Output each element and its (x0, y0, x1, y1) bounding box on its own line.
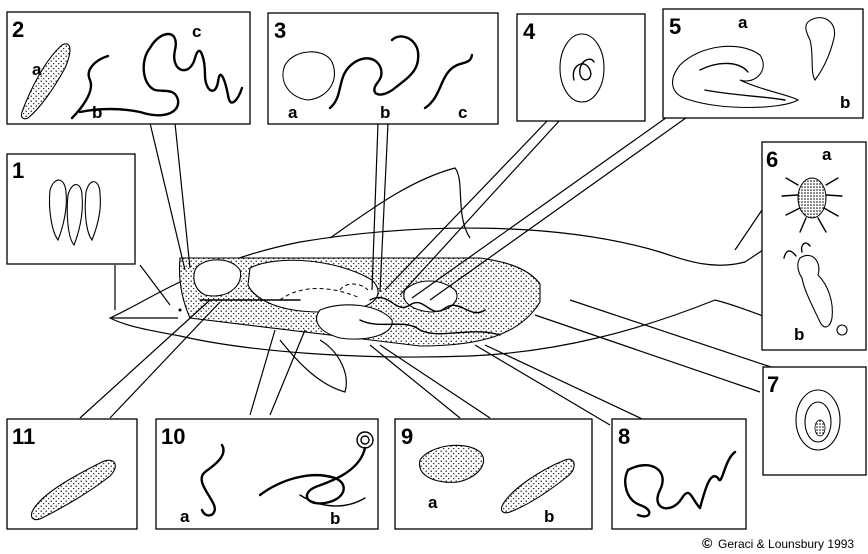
panel-4: 4 (517, 14, 645, 121)
sub-label-b: b (794, 325, 804, 344)
panel-number: 10 (161, 424, 185, 449)
panel-number: 7 (767, 372, 779, 397)
panel-10: 10 a b (156, 419, 378, 529)
parasite-drawing (796, 390, 840, 450)
sub-label-a: a (428, 493, 438, 512)
sub-label-b: b (544, 507, 554, 526)
panel-number: 9 (401, 424, 413, 449)
panel-number: 3 (274, 18, 286, 43)
panel-9: 9 a b (395, 419, 592, 529)
sub-label-c: c (458, 103, 467, 122)
sub-label-a: a (822, 145, 832, 164)
copyright-notice: © Geraci & Lounsbury 1993 (702, 535, 854, 551)
panel-number: 2 (12, 17, 24, 42)
panel-number: 6 (766, 147, 778, 172)
panel-5: 5 a b (663, 9, 863, 118)
sub-label-b: b (92, 103, 102, 122)
panel-11: 11 (7, 419, 137, 529)
parasite-drawing (560, 34, 604, 102)
panel-number: 8 (618, 424, 630, 449)
panel-1: 1 (7, 154, 135, 264)
panel-8: 8 (612, 419, 746, 529)
copyright-text: Geraci & Lounsbury 1993 (718, 537, 854, 551)
sub-label-a: a (738, 13, 748, 32)
panel-6: 6 a b (762, 142, 866, 350)
sub-label-c: c (192, 22, 201, 41)
sub-label-a: a (32, 60, 42, 79)
copyright-symbol: © (702, 535, 713, 551)
dolphin-body (110, 168, 820, 392)
panel-3: 3 a b c (268, 13, 498, 124)
panel-number: 5 (669, 14, 681, 39)
sub-label-a: a (180, 507, 190, 526)
parasite-drawing (49, 180, 100, 245)
panel-7: 7 (763, 367, 866, 475)
sub-label-b: b (840, 93, 850, 112)
sub-label-b: b (330, 509, 340, 528)
panel-number: 4 (523, 19, 536, 44)
panel-number: 1 (12, 158, 24, 183)
panel-number: 11 (12, 424, 35, 449)
sub-label-a: a (288, 103, 298, 122)
sub-label-b: b (380, 103, 390, 122)
panel-2: 2 a b c (7, 12, 250, 124)
